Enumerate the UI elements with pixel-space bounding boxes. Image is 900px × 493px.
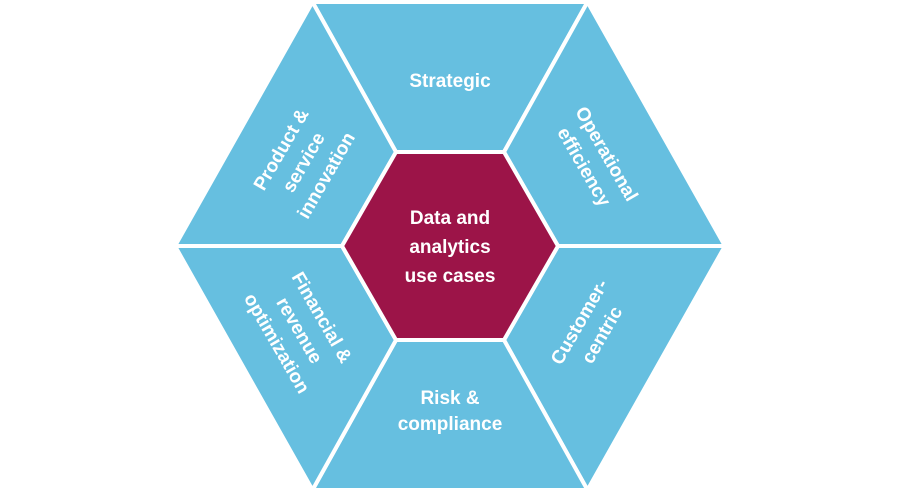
center-label-line: Data and bbox=[410, 208, 490, 229]
segments-group: StrategicOperationalefficiencyCustomer-c… bbox=[171, 0, 729, 493]
segment-label-risk: Risk & compliance bbox=[398, 388, 503, 435]
center-label-line: analytics bbox=[409, 237, 490, 258]
segment-label-line: Risk & bbox=[420, 388, 479, 409]
center-group: Data and analytics use cases bbox=[339, 150, 561, 342]
segment-label-line: compliance bbox=[398, 414, 503, 435]
center-label-line: use cases bbox=[405, 266, 496, 287]
segment-label-line: Strategic bbox=[409, 71, 491, 92]
center-hexagon bbox=[339, 150, 561, 342]
center-label: Data and analytics use cases bbox=[405, 208, 496, 287]
segment-label-strategic: Strategic bbox=[409, 71, 491, 92]
